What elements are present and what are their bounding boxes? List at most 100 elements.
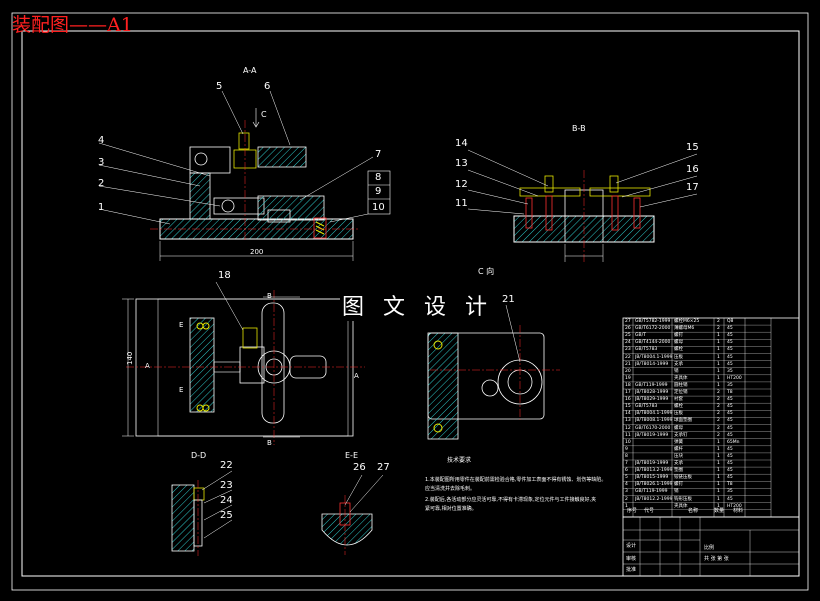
bom-cell-code: GB/T (635, 333, 646, 339)
bom-cell-qty: 1 (717, 354, 720, 360)
bom-cell-mat: 35 (727, 382, 733, 388)
bom-cell-code: JB/T8008.1-1999 (635, 418, 673, 424)
part-number-24: 24 (220, 495, 233, 506)
bom-cell-mat: HT200 (727, 503, 742, 509)
bom-cell-name: 压板 (674, 354, 683, 360)
bom-cell-no: 3 (625, 489, 628, 495)
bom-cell-qty: 1 (717, 375, 720, 381)
view-title-ee: E-E (345, 451, 358, 460)
bom-cell-qty: 2 (717, 326, 720, 332)
bom-cell-code: GB/T4144-2000 (635, 340, 671, 346)
bom-cell-no: 4 (625, 482, 628, 488)
bom-cell-code: JB/T8004.1-1999 (635, 354, 673, 360)
bom-cell-qty: 2 (717, 319, 720, 324)
bom-cell-code: JB/T8014-1999 (635, 361, 669, 367)
bom-cell-no: 6 (625, 468, 628, 474)
drawing-title: 装配图——A1 (12, 14, 133, 36)
bom-cell-name: 弹簧 (674, 439, 683, 445)
bom-cell-no: 13 (625, 418, 631, 424)
bom-cell-no: 7 (625, 461, 628, 466)
bom-cell-qty: 1 (717, 496, 720, 502)
bom-cell-no: 25 (625, 333, 631, 339)
bom-cell-qty: 2 (717, 425, 720, 431)
bom-cell-mat: 45 (727, 361, 733, 367)
bom-cell-qty: 2 (717, 432, 720, 438)
bom-header-code: 代号 (644, 508, 655, 514)
bom-cell-no: 26 (625, 326, 631, 332)
bom-cell-qty: 1 (717, 468, 720, 474)
bom-cell-no: 19 (625, 375, 631, 381)
bom-cell-no: 8 (625, 453, 628, 459)
bom-cell-mat: 45 (727, 397, 733, 403)
bom-cell-no: 20 (625, 368, 631, 374)
dimension-200: 200 (250, 248, 264, 256)
bom-cell-mat: HT200 (727, 375, 742, 381)
bom-row-lines (623, 324, 771, 510)
outer-border (11, 12, 809, 591)
bom-cell-code: JB/T8004.1-1999 (635, 411, 673, 417)
bom-cell-qty: 2 (717, 404, 720, 410)
dimension-140: 140 (126, 351, 134, 365)
bom-cell-no: 2 (625, 496, 628, 502)
bom-cell-mat: 45 (727, 411, 733, 417)
title-block-approve: 批准 (626, 567, 637, 573)
bom-cell-qty: 1 (717, 361, 720, 367)
bom-cell-name: 压板 (674, 411, 683, 417)
bom-cell-code: GB/T5782-1999 (635, 319, 671, 324)
bom-cell-qty: 2 (717, 418, 720, 424)
notes-heading: 技术要求 (447, 457, 472, 464)
bom-cell-qty: 1 (717, 482, 720, 488)
bom-cell-name: 薄螺母M6 (674, 326, 695, 332)
bom-cell-mat: 45 (727, 468, 733, 474)
bom-cell-code: JB/T8029-1999 (635, 397, 669, 403)
bom-cell-qty: 2 (717, 411, 720, 417)
part-number-23: 23 (220, 480, 233, 491)
part-number-9: 9 (375, 186, 382, 197)
bom-cell-name: 螺钉 (674, 333, 683, 339)
bom-cell-code: GB/T119-1999 (635, 382, 668, 388)
bom-cell-mat: Q8 (727, 319, 734, 324)
bom-cell-qty: 1 (717, 475, 720, 481)
section-mark-a-right: A (354, 372, 359, 380)
bom-cell-no: 10 (625, 439, 631, 445)
view-c (427, 304, 560, 440)
part-number-3: 3 (98, 157, 105, 168)
bom-cell-name: 螺栓M6×25 (674, 319, 700, 324)
bom-cell-mat: 45 (727, 432, 733, 438)
section-mark-b-bottom: B (267, 439, 272, 447)
bom-cell-code: JB/T8013.2-1999 (635, 468, 673, 474)
bom-cell-qty: 1 (717, 382, 720, 388)
bom-cell-name: 螺栓 (674, 347, 683, 353)
view-bb (467, 149, 698, 262)
bom-cell-name: 衬套 (674, 397, 683, 403)
bom-cell-mat: 45 (727, 475, 733, 481)
bom-cell-mat: 45 (727, 404, 733, 410)
bom-cell-mat: 45 (727, 453, 733, 459)
part-number-1: 1 (98, 202, 105, 213)
part-number-4: 4 (98, 135, 105, 146)
bom-cell-no: 14 (625, 411, 631, 417)
bom-cell-qty: 1 (717, 503, 720, 509)
part-number-8: 8 (375, 172, 382, 183)
bom-cell-name: 销 (674, 489, 679, 495)
notes-line-2: 应当清洗并去除毛刺。 (425, 486, 476, 492)
notes-line-4: 紧可靠,相对位置准确。 (425, 506, 477, 512)
bom-cell-qty: 1 (717, 368, 720, 374)
bom-cell-name: 螺母 (674, 340, 683, 346)
inner-border (21, 30, 800, 577)
bom-header-name: 名称 (688, 508, 699, 514)
